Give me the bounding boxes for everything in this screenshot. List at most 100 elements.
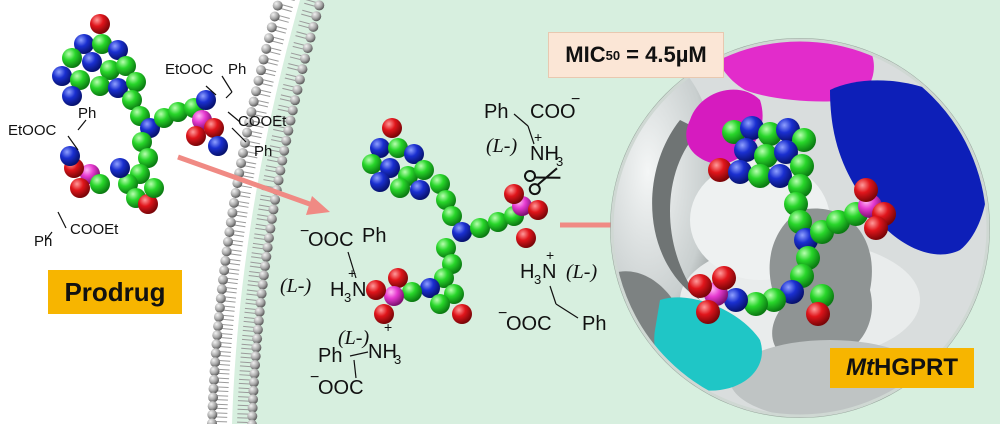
released-nucleotide-molecule <box>362 118 548 324</box>
oxygen-atom <box>688 274 712 298</box>
lipid-head <box>213 311 224 322</box>
oxygen-atom <box>864 216 888 240</box>
nitrogen-atom <box>780 280 804 304</box>
oxygen-atom <box>382 118 402 138</box>
oxygen-atom <box>806 302 830 326</box>
nitrogen-atom <box>734 138 758 162</box>
lipid-head <box>209 366 220 377</box>
nitrogen-atom <box>208 136 228 156</box>
lipid-head <box>302 43 313 54</box>
svg-text:(L-): (L-) <box>486 135 517 157</box>
released-phenylalanine-left: − OOC Ph (L-) H 3 N + <box>280 223 386 305</box>
svg-text:COO: COO <box>530 101 576 123</box>
lipid-head <box>247 419 257 424</box>
oxygen-atom <box>712 266 736 290</box>
lipid-head <box>210 348 221 359</box>
carbon-atom <box>126 72 146 92</box>
lipid-head <box>220 255 231 266</box>
carbon-atom <box>90 76 110 96</box>
svg-text:(L-): (L-) <box>338 327 369 349</box>
carbon-atom <box>488 212 508 232</box>
carbon-atom <box>754 144 778 168</box>
carbon-atom <box>434 268 454 288</box>
lipid-head <box>221 246 232 257</box>
lipid-head <box>219 265 230 276</box>
lipid-head <box>214 302 225 313</box>
oxygen-atom <box>452 304 472 324</box>
carbon-atom <box>122 90 142 110</box>
phenyl-group-top: Ph <box>228 61 246 78</box>
carbon-atom <box>792 128 816 152</box>
etooc-group-top: EtOOC <box>165 61 214 78</box>
lipid-head <box>248 394 259 405</box>
lipid-head <box>272 0 283 11</box>
lipid-head <box>263 33 274 44</box>
oxygen-atom <box>504 184 524 204</box>
nitrogen-atom <box>452 222 472 242</box>
lipid-head <box>248 385 259 396</box>
lipid-head <box>253 75 264 86</box>
svg-text:(L-): (L-) <box>566 261 597 283</box>
lipid-head <box>266 214 277 225</box>
oxygen-atom <box>374 304 394 324</box>
lipid-head <box>251 86 262 97</box>
svg-text:H: H <box>330 279 344 301</box>
lipid-head <box>246 107 257 118</box>
lipid-head <box>244 117 255 128</box>
carbon-atom <box>430 174 450 194</box>
carbon-atom <box>744 292 768 316</box>
nitrogen-atom <box>196 90 216 110</box>
lipid-head <box>224 227 235 238</box>
carbon-atom <box>414 160 434 180</box>
lipid-head <box>230 188 241 199</box>
nitrogen-atom <box>60 146 80 166</box>
svg-text:OOC: OOC <box>308 229 354 251</box>
svg-text:N: N <box>352 279 366 301</box>
lipid-head <box>217 274 228 285</box>
svg-text:Ph: Ph <box>318 345 342 367</box>
carbon-atom <box>722 120 746 144</box>
carbon-atom <box>70 70 90 90</box>
lipid-head <box>300 53 311 64</box>
lipid-head <box>258 54 269 65</box>
carbon-atom <box>470 218 490 238</box>
svg-text:−: − <box>310 369 319 386</box>
lipid-head <box>215 293 226 304</box>
cooet-group-bottom: COOEt <box>70 221 119 238</box>
lipid-head <box>268 204 279 215</box>
nitrogen-atom <box>724 288 748 312</box>
lipid-head <box>251 342 262 353</box>
scissors-icon <box>524 167 561 196</box>
lipid-head <box>311 11 322 22</box>
lipid-head <box>236 158 247 169</box>
lipid-head <box>225 217 236 228</box>
arrow-right-icon <box>177 154 330 215</box>
carbon-atom <box>362 154 382 174</box>
phosphorus-atom <box>384 286 404 306</box>
lipid-head <box>273 175 284 186</box>
carbon-atom <box>758 122 782 146</box>
oxygen-atom <box>528 200 548 220</box>
lipid-head <box>279 145 290 156</box>
lipid-head <box>253 315 264 326</box>
svg-text:3: 3 <box>534 272 541 287</box>
lipid-head <box>260 261 271 272</box>
svg-text:OOC: OOC <box>506 313 552 335</box>
lipid-head <box>210 357 221 368</box>
oxygen-atom <box>186 126 206 146</box>
lipid-head <box>254 306 265 317</box>
nitrogen-atom <box>370 138 390 158</box>
svg-text:Ph: Ph <box>484 101 508 123</box>
svg-text:3: 3 <box>394 352 401 367</box>
lipid-head <box>308 21 319 32</box>
svg-text:NH: NH <box>368 341 397 363</box>
lipid-head <box>281 135 292 146</box>
nitrogen-atom <box>380 158 400 178</box>
oxygen-atom <box>388 268 408 288</box>
lipid-head <box>207 418 218 424</box>
lipid-head <box>208 374 219 385</box>
svg-text:NH: NH <box>530 143 559 165</box>
